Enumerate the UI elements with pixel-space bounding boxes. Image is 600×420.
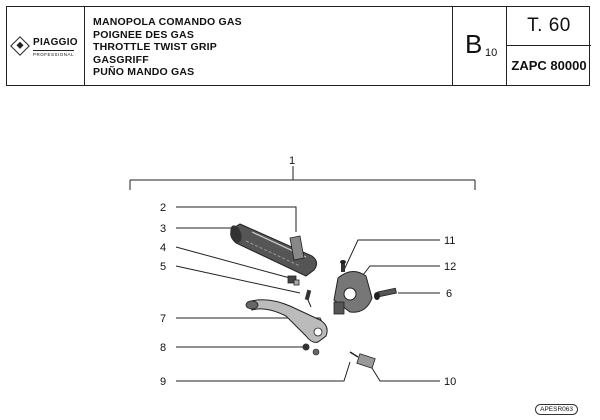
callout-1: 1 bbox=[289, 155, 295, 167]
callout-7: 7 bbox=[160, 313, 166, 325]
housing-screw bbox=[340, 260, 346, 272]
drawing-code-stamp: APESR063 bbox=[535, 404, 578, 415]
callout-4: 4 bbox=[160, 242, 166, 254]
section-cell: B 10 bbox=[453, 7, 507, 85]
title-spanish: PUÑO MANDO GAS bbox=[93, 66, 195, 79]
leader-2 bbox=[176, 206, 297, 232]
grip-housing bbox=[333, 271, 373, 315]
leader-11 bbox=[343, 239, 440, 271]
brake-lever bbox=[245, 299, 328, 343]
pivot-nut bbox=[302, 343, 320, 356]
brand-name: PIAGGIO bbox=[33, 37, 78, 48]
throttle-tube bbox=[289, 235, 305, 261]
section-number: 10 bbox=[485, 47, 498, 59]
leader-5 bbox=[175, 265, 301, 294]
callout-2: 2 bbox=[160, 202, 166, 214]
callout-9: 9 bbox=[160, 376, 166, 388]
callout-8: 8 bbox=[160, 342, 166, 354]
callout-6: 6 bbox=[446, 288, 452, 300]
table-number: T. 60 bbox=[507, 7, 591, 46]
leader-9 bbox=[176, 361, 351, 382]
cable-nipple bbox=[287, 275, 300, 286]
title-english: THROTTLE TWIST GRIP bbox=[93, 41, 217, 54]
logo-cell: PIAGGIO PROFESSIONAL bbox=[7, 7, 85, 85]
adjuster-screw bbox=[304, 289, 312, 308]
callout-5: 5 bbox=[160, 261, 166, 273]
title-cell: MANOPOLA COMANDO GAS POIGNEE DES GAS THR… bbox=[85, 7, 453, 85]
twist-grip bbox=[230, 223, 318, 277]
leader-4 bbox=[175, 246, 291, 279]
brand-subtitle: PROFESSIONAL bbox=[33, 50, 75, 57]
table-cell: T. 60 ZAPC 80000 bbox=[507, 7, 591, 85]
section-letter: B bbox=[465, 29, 483, 59]
title-german: GASGRIFF bbox=[93, 53, 149, 66]
title-french: POIGNEE DES GAS bbox=[93, 28, 195, 41]
callout-11: 11 bbox=[444, 235, 455, 247]
model-code: ZAPC 80000 bbox=[511, 58, 587, 73]
title-block: PIAGGIO PROFESSIONAL MANOPOLA COMANDO GA… bbox=[6, 6, 591, 86]
leader-10 bbox=[371, 367, 440, 382]
cable-connector bbox=[349, 351, 376, 369]
piaggio-logo: PIAGGIO PROFESSIONAL bbox=[10, 35, 79, 61]
callout-10: 10 bbox=[444, 376, 456, 388]
leader-12 bbox=[355, 265, 440, 285]
callout-3: 3 bbox=[160, 223, 166, 235]
title-italian: MANOPOLA COMANDO GAS bbox=[93, 16, 242, 28]
callout-12: 12 bbox=[444, 261, 456, 273]
clamp-bolt bbox=[374, 287, 397, 300]
